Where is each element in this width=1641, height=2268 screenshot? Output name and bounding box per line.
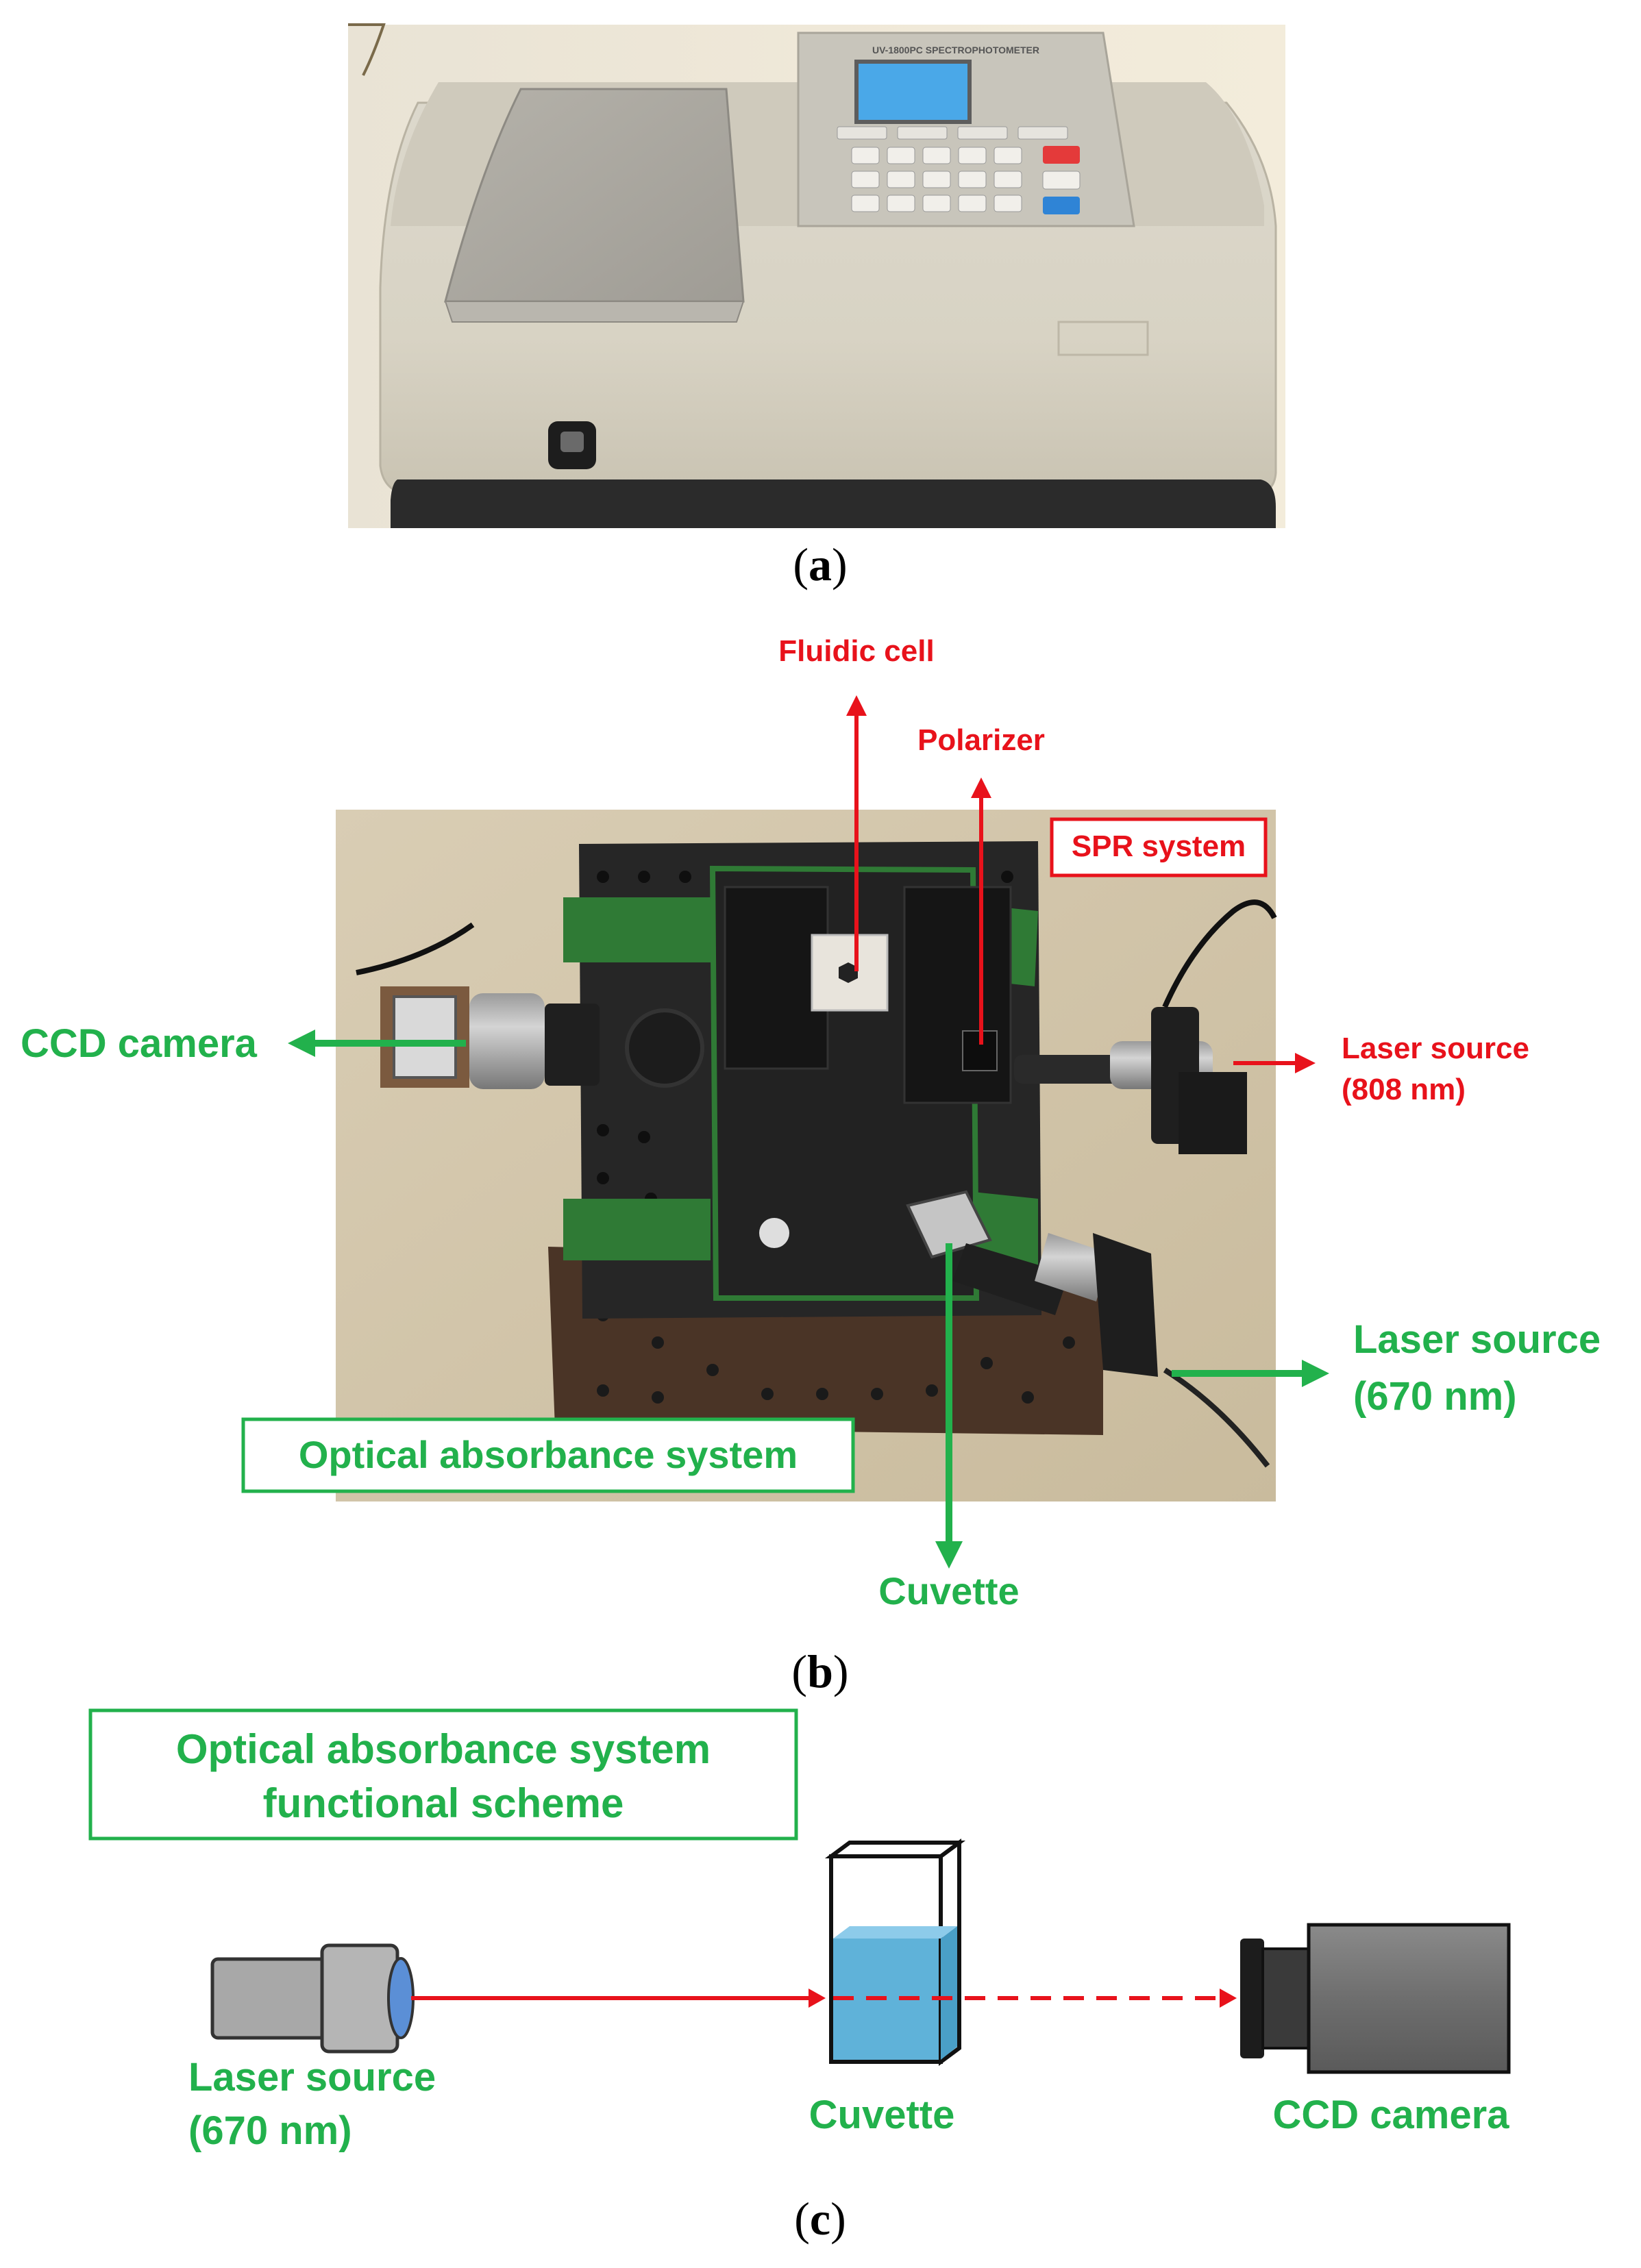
panel-b-photo xyxy=(336,810,1277,1501)
laser-670-label-line1: Laser source xyxy=(1353,1317,1601,1362)
scheme-title-line2: functional scheme xyxy=(263,1780,624,1826)
laser-670-body xyxy=(1035,1233,1110,1301)
laser-source-back xyxy=(210,1957,331,2040)
keypad xyxy=(837,126,1081,214)
caption-a: (a) xyxy=(793,538,847,590)
laser-670-cable xyxy=(1163,1367,1270,1468)
scheme-laser-line2: (670 nm) xyxy=(188,2108,352,2153)
scheme-title-line1: Optical absorbance system xyxy=(176,1726,711,1772)
transmitted-beam-arrowhead xyxy=(1220,1989,1237,2008)
laser-808-label-line2: (808 nm) xyxy=(1342,1073,1466,1106)
optical-absorbance-label: Optical absorbance system xyxy=(299,1433,798,1476)
scheme-ccd-label: CCD camera xyxy=(1273,2093,1510,2137)
key-zero xyxy=(957,126,1008,140)
key-enter xyxy=(1043,197,1080,214)
fluidic-cell-hole xyxy=(839,962,858,983)
key-print xyxy=(1017,126,1068,140)
scheme-cuvette-label: Cuvette xyxy=(809,2093,955,2137)
cuvette-liquid-top xyxy=(833,1926,957,1939)
laser-670-label-line2: (670 nm) xyxy=(1353,1374,1517,1419)
fluidic-cell-label: Fluidic cell xyxy=(778,634,934,668)
laser-670-rail xyxy=(952,1243,1069,1315)
optical-absorbance-box xyxy=(241,1417,855,1493)
spr-system-box xyxy=(1050,817,1268,877)
polarizer-label: Polarizer xyxy=(917,723,1045,757)
base-holes xyxy=(597,1309,1075,1404)
spr-system-label: SPR system xyxy=(1072,830,1246,863)
key-return xyxy=(1042,171,1081,190)
fluidic-cell-window xyxy=(811,934,889,1012)
scheme-title-box xyxy=(88,1708,798,1841)
camera-cable xyxy=(356,922,475,975)
ccd-lens-mount xyxy=(545,1004,600,1086)
ccd-lens xyxy=(469,993,545,1089)
instrument-label: UV-1800PC SPECTROPHOTOMETER xyxy=(872,45,1039,55)
panel-a-photo: UV-1800PC SPECTROPHOTOMETER xyxy=(348,23,1285,528)
panel-b-annotations: Fluidic cell Polarizer SPR system CCD ca… xyxy=(21,634,1601,1612)
ccd-lens-barrel xyxy=(1261,1947,1312,2049)
side-vent xyxy=(1057,321,1149,356)
laser-808-cable xyxy=(1162,899,1277,1008)
cuvette-liquid-side xyxy=(941,1926,957,2060)
caption-c: (c) xyxy=(794,2193,846,2245)
front-knob-grip xyxy=(560,432,584,452)
laser-670-mount xyxy=(1093,1233,1158,1377)
scheme-laser-line1: Laser source xyxy=(188,2055,436,2099)
breadboard-holes xyxy=(597,871,1013,1205)
cuvette-top xyxy=(824,1841,966,1858)
cuvette-holder xyxy=(906,1190,992,1259)
laser-beam-arrowhead xyxy=(809,1989,826,2008)
ccd-camera-body xyxy=(393,995,457,1079)
instrument-base xyxy=(391,479,1276,528)
ccd-lens-ring xyxy=(1240,1939,1264,2058)
key-start-stop xyxy=(1043,146,1080,164)
sample-lid-front xyxy=(444,301,745,323)
green-bracket-bottom xyxy=(563,1199,711,1260)
panel-c-scheme: Optical absorbance system functional sch… xyxy=(88,1708,1511,2153)
green-bracket-top xyxy=(563,897,717,962)
lcd-screen xyxy=(854,60,972,124)
laser-aperture xyxy=(387,1957,415,2039)
key-set xyxy=(837,126,887,140)
ccd-camera-label: CCD camera xyxy=(21,1021,258,1066)
caption-b: (b) xyxy=(791,1645,848,1697)
cable xyxy=(348,23,386,76)
ccd-optics-mount xyxy=(625,1008,704,1088)
key-goto xyxy=(897,126,948,140)
laser-source-front xyxy=(320,1943,399,2054)
laser-808-label-line1: Laser source xyxy=(1342,1032,1529,1065)
cuvette-label: Cuvette xyxy=(878,1569,1019,1612)
ccd-camera-box xyxy=(1307,1923,1511,2074)
laser-808-post xyxy=(1179,1072,1247,1154)
light-reflection xyxy=(759,1218,789,1248)
